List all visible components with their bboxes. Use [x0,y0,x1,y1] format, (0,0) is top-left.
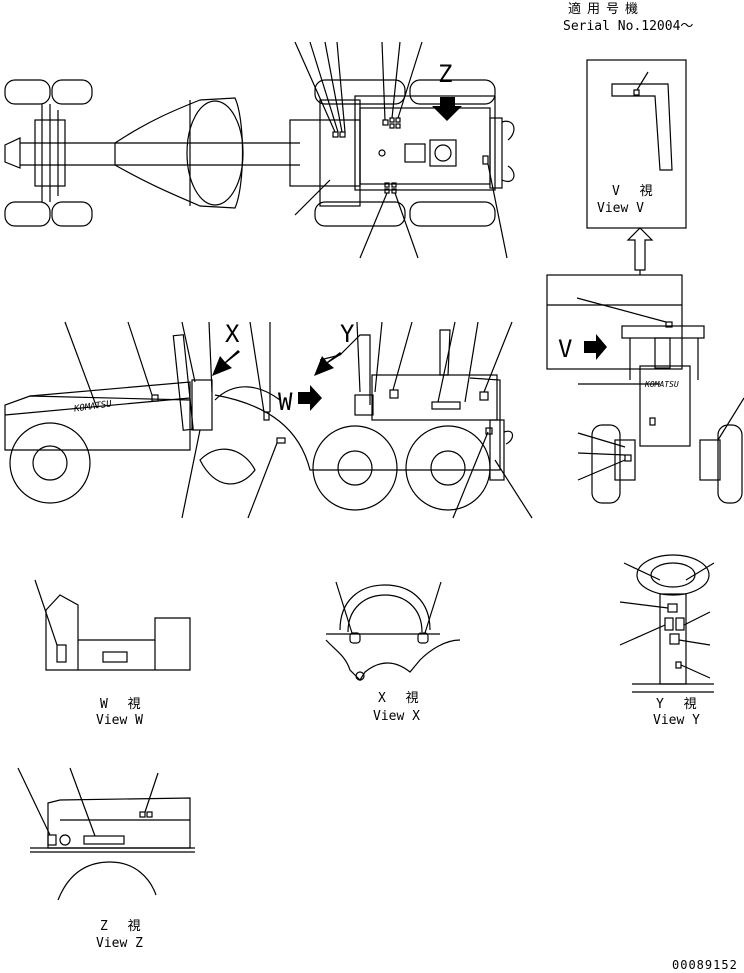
top-view [4,41,515,259]
view-w-title-jp: W 視 [100,697,147,712]
view-x-title-en: View X [373,709,420,724]
view-z-figure [17,767,195,901]
view-letter-z: Z [438,60,453,88]
arrow-w-icon [298,385,322,411]
drawing-number: 00089152 [672,958,738,972]
view-y-figure [619,554,715,693]
rear-brand-logo-text: KOMATSU [645,380,679,389]
view-x-figure [325,581,461,681]
view-x-title-jp: X 視 [378,691,425,706]
view-y-title-jp: Y 視 [656,697,703,712]
view-letter-w: W [278,388,293,416]
side-view [4,321,533,519]
serial-number: Serial No.12004～ [563,19,694,34]
arrow-v-icon [584,334,607,360]
arrow-z-icon [432,97,462,121]
applicable-serial-jp: 適用号機 [568,2,645,17]
view-z-title-en: View Z [96,936,143,951]
arrow-x-icon [212,350,240,376]
view-w-title-en: View W [96,713,143,728]
view-y-title-en: View Y [653,713,700,728]
view-v-title-en: View V [597,201,644,216]
arrow-y-icon [314,352,342,376]
view-letter-v: V [558,335,573,363]
view-v-figure [546,59,744,504]
view-w-figure [34,579,191,671]
view-v-title-jp: V 視 [612,184,659,199]
view-letter-y: Y [340,320,355,348]
view-z-title-jp: Z 視 [100,919,147,934]
view-letter-x: X [225,320,240,348]
